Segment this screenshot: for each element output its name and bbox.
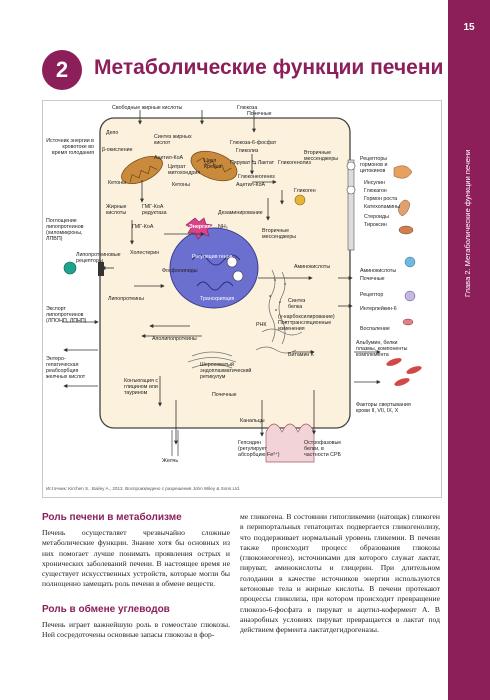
label-gluconeogenesis: Глюконеогенез (238, 174, 275, 180)
label-rough-er: Шероховатый эндоплазматический ретикулум (200, 362, 252, 380)
label-phospholipids: Фосфолипиды (162, 268, 198, 274)
ribosome-dots (269, 279, 287, 323)
label-aminoacids-right: Аминокислоты (360, 268, 397, 274)
label-secondary-messengers: Вторичные мессенджеры (304, 150, 339, 162)
label-glucagon: Глюкагон (364, 188, 387, 194)
label-thyroxine: Тироксин (364, 222, 387, 228)
label-lipid-kidneys: Почечные (212, 392, 237, 398)
label-lipoproteins: Липопротеины (108, 296, 144, 302)
figure-source: Источник: Kirchen S., Bailey A., 2013. В… (46, 486, 241, 491)
label-insulin: Инсулин (364, 180, 385, 186)
bile-duct (171, 430, 179, 456)
label-enterohepatic: Энтеро-гепатическая реабсорбция желчных … (46, 356, 86, 380)
label-g6p: Глюкоза-6-фосфат (230, 140, 277, 146)
label-hepcidin: Гепсидин (регулирует абсорбцию Fe²⁺) (238, 440, 280, 458)
label-beta-oxidation: β-окисление (102, 147, 133, 153)
label-hmg-coa-reductase: ГМГ-КоА редуктаза (142, 204, 167, 216)
label-bile: Желчь (162, 458, 179, 464)
section-heading-metabolism: Роль печени в метаболизме (42, 512, 182, 523)
label-inflammation: Воспаление (360, 326, 390, 332)
label-catecholamines: Катехоламины (364, 204, 400, 210)
paragraph-right-1: ме гликогена. В состоянии гипогликемии (… (240, 512, 440, 635)
label-protein-synthesis: Синтез белка (288, 298, 306, 310)
label-receptor: Рецептор (360, 292, 384, 298)
chapter-side-strip (448, 0, 490, 700)
label-transcription: Транскрипция (200, 296, 235, 302)
pathway-arrows (62, 110, 381, 445)
label-post-translational: (γ-карбоксилирование) Посттрансляционные… (278, 314, 335, 332)
label-krebs-cycle: Цикл Кребса (204, 158, 222, 170)
paragraph-left-1: Печень осуществляет чрезвычайно сложные … (42, 528, 230, 589)
label-cholesterol: Холестерин (130, 250, 160, 256)
label-pyruvate-lactate: Пируват ⇆ Лактат (230, 160, 275, 166)
energy-burst (185, 217, 213, 240)
label-kidneys: Почечные (247, 111, 272, 117)
label-free-fatty-acids: Свободные жирные кислоты (112, 105, 183, 111)
blood-cells-icon (386, 358, 422, 386)
golgi (187, 351, 237, 369)
label-interleukin6: Интерлейкин-6 (360, 306, 397, 312)
page-number: 15 (463, 22, 475, 33)
thyroid-icon (398, 225, 414, 235)
label-aminoacids-inner: Аминокислоты (294, 264, 331, 270)
nuclear-receptor-dot (226, 256, 238, 268)
label-rnk: РНК (256, 322, 267, 328)
hepatocyte-diagram (42, 100, 442, 498)
label-growth-hormone: Гормон роста (364, 196, 398, 202)
label-conjugation: Конъюгация с глицином или таурином (124, 378, 158, 396)
label-gene-regulation: Регуляция генов (192, 254, 233, 260)
immune-cell-icon (404, 290, 416, 302)
intestinal-villi (265, 423, 315, 463)
lipoprotein-receptor (98, 262, 104, 276)
hormone-receptor-stack (346, 159, 356, 251)
pancreas-icon (393, 165, 413, 179)
label-depot: Депо (106, 130, 119, 136)
label-lipoprotein-export: Экспорт липопротеинов (ЛПОНП, ЛПНП) (46, 306, 87, 324)
label-glycogenolysis: Гликогенолиз (278, 160, 311, 166)
nuclear-receptor-dot (232, 270, 244, 282)
liver-metabolism-figure: Свободные жирные кислоты Глюкоза Почечны… (42, 100, 442, 498)
nucleus (169, 227, 259, 309)
glycogen-granule (294, 194, 306, 206)
label-kidneys-right: Почечные (360, 276, 385, 282)
label-hmg-coa: ГМГ-КоА (132, 224, 154, 230)
label-fatty-acids: Жирные кислоты (106, 204, 127, 216)
label-apolipoproteins: Аполипопротеины (152, 336, 197, 342)
label-fa-synthesis: Синтез жирных кислот (154, 134, 192, 146)
label-lipoprotein-receptors: Липопротеиновые рецепторы (76, 252, 121, 264)
section-heading-carbohydrates: Роль в обмене углеводов (42, 604, 170, 615)
label-tubules: Канальцы (240, 418, 265, 424)
paragraph-left-2: Печень играет важнейшую роль в гомеостаз… (42, 620, 230, 640)
label-acute-phase: Острофазовые белки, в частности СРБ (304, 440, 342, 458)
label-citrate-mito: Цитрат митохондрия (168, 164, 201, 176)
label-albumin: Альбумин, белки плазмы, компоненты компл… (356, 340, 408, 358)
label-clotting: Факторы свертывания крови II, VII, IX, X (356, 402, 411, 414)
label-receptors: Рецепторы гормонов и цитокинов (360, 156, 388, 174)
blood-cell-icon (402, 318, 414, 326)
lipoprotein-particle (63, 261, 77, 275)
adrenal-icon (398, 199, 411, 217)
label-ketones-middle: Кетоны (172, 182, 190, 188)
label-acetyl-coa: Ацетил-КоА (154, 155, 184, 161)
label-glycolysis: Гликолиз (236, 148, 259, 154)
label-acetyl-coa-2: Ацетил-КоА (236, 182, 266, 188)
label-steroids: Стероиды (364, 214, 389, 220)
label-energy-source: Источник энергии в кровотоке во время го… (46, 138, 94, 156)
label-glucose: Глюкоза (237, 105, 258, 111)
label-vitamin-k: Витамин К (288, 352, 314, 358)
chapter-number-badge: 2 (42, 50, 82, 90)
label-ketones: Кетоны (108, 180, 126, 186)
chromatin (191, 254, 241, 266)
label-nh3: NH₃ (218, 224, 228, 230)
label-energy: Энергия (189, 224, 211, 230)
label-secondary-messengers-2: Вторичные мессенджеры (262, 228, 297, 240)
page-title: Метаболические функции печени (94, 56, 444, 79)
label-lipoprotein-uptake: Поглощение липопротеинов (хиломикроны, Л… (46, 218, 84, 242)
muscle-cell-icon (404, 256, 416, 268)
label-deamination: Дезаминирование (218, 210, 263, 216)
label-glycogen: Гликоген (294, 188, 316, 194)
chapter-side-label: Глава 2. Метаболические функции печени (463, 149, 472, 297)
chromatin (196, 281, 234, 291)
